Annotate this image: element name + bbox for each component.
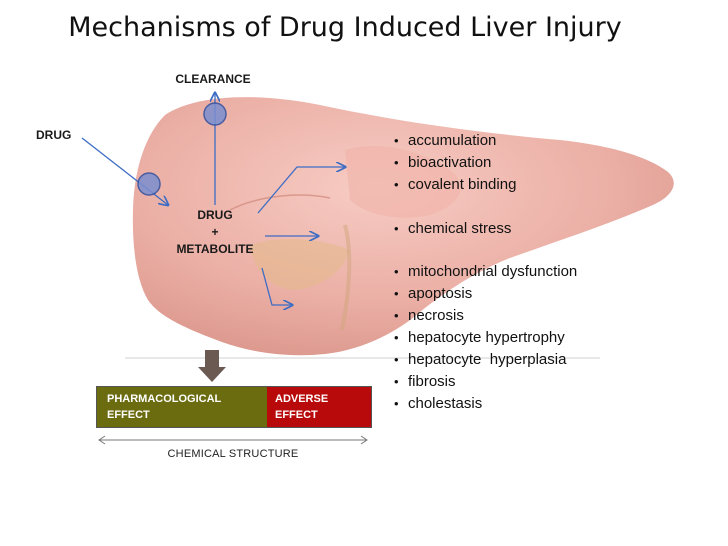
effect-item: hepatocyte hyperplasia bbox=[394, 349, 577, 371]
adverse-label-line2: EFFECT bbox=[275, 409, 318, 421]
effect-item: apoptosis bbox=[394, 283, 577, 305]
effect-item: fibrosis bbox=[394, 371, 577, 393]
drug-metabolite-label: DRUG + METABOLITE bbox=[160, 207, 270, 258]
clearance-label: CLEARANCE bbox=[175, 72, 251, 86]
metabolite-label-line1: DRUG bbox=[197, 208, 233, 222]
pharmacological-label-line2: EFFECT bbox=[107, 409, 150, 421]
down-arrow-head bbox=[198, 367, 226, 382]
metabolite-label-line3: METABOLITE bbox=[176, 242, 254, 256]
effect-item: accumulation bbox=[394, 130, 516, 152]
page-title: Mechanisms of Drug Induced Liver Injury bbox=[68, 12, 622, 43]
effect-item: bioactivation bbox=[394, 152, 516, 174]
arrow-to-group1 bbox=[257, 167, 345, 214]
chemical-structure-label: CHEMICAL STRUCTURE bbox=[167, 448, 299, 460]
adverse-label-line1: ADVERSE bbox=[275, 393, 329, 405]
arrow-to-group3 bbox=[261, 267, 292, 305]
clearance-circle bbox=[203, 102, 227, 126]
effect-item: cholestasis bbox=[394, 393, 577, 415]
effect-item: necrosis bbox=[394, 305, 577, 327]
adverse-effect-segment: ADVERSE EFFECT bbox=[267, 387, 371, 427]
pharmacological-effect-segment: PHARMACOLOGICAL EFFECT bbox=[97, 387, 267, 427]
pharmacological-label-line1: PHARMACOLOGICAL bbox=[107, 393, 222, 405]
effects-group-3: mitochondrial dysfunction apoptosis necr… bbox=[394, 261, 577, 415]
effect-item: hepatocyte hypertrophy bbox=[394, 327, 577, 349]
effect-item: covalent binding bbox=[394, 174, 516, 196]
effect-bar: PHARMACOLOGICAL EFFECT ADVERSE EFFECT bbox=[96, 386, 372, 428]
effects-group-1: accumulation bioactivation covalent bind… bbox=[394, 130, 516, 196]
effects-group-2: chemical stress bbox=[394, 218, 511, 240]
metabolite-label-line2: + bbox=[211, 225, 219, 239]
effect-item: mitochondrial dysfunction bbox=[394, 261, 577, 283]
uptake-circle bbox=[137, 172, 161, 196]
down-arrow-shaft bbox=[205, 350, 219, 368]
effect-item: chemical stress bbox=[394, 218, 511, 240]
drug-label: DRUG bbox=[36, 128, 72, 142]
